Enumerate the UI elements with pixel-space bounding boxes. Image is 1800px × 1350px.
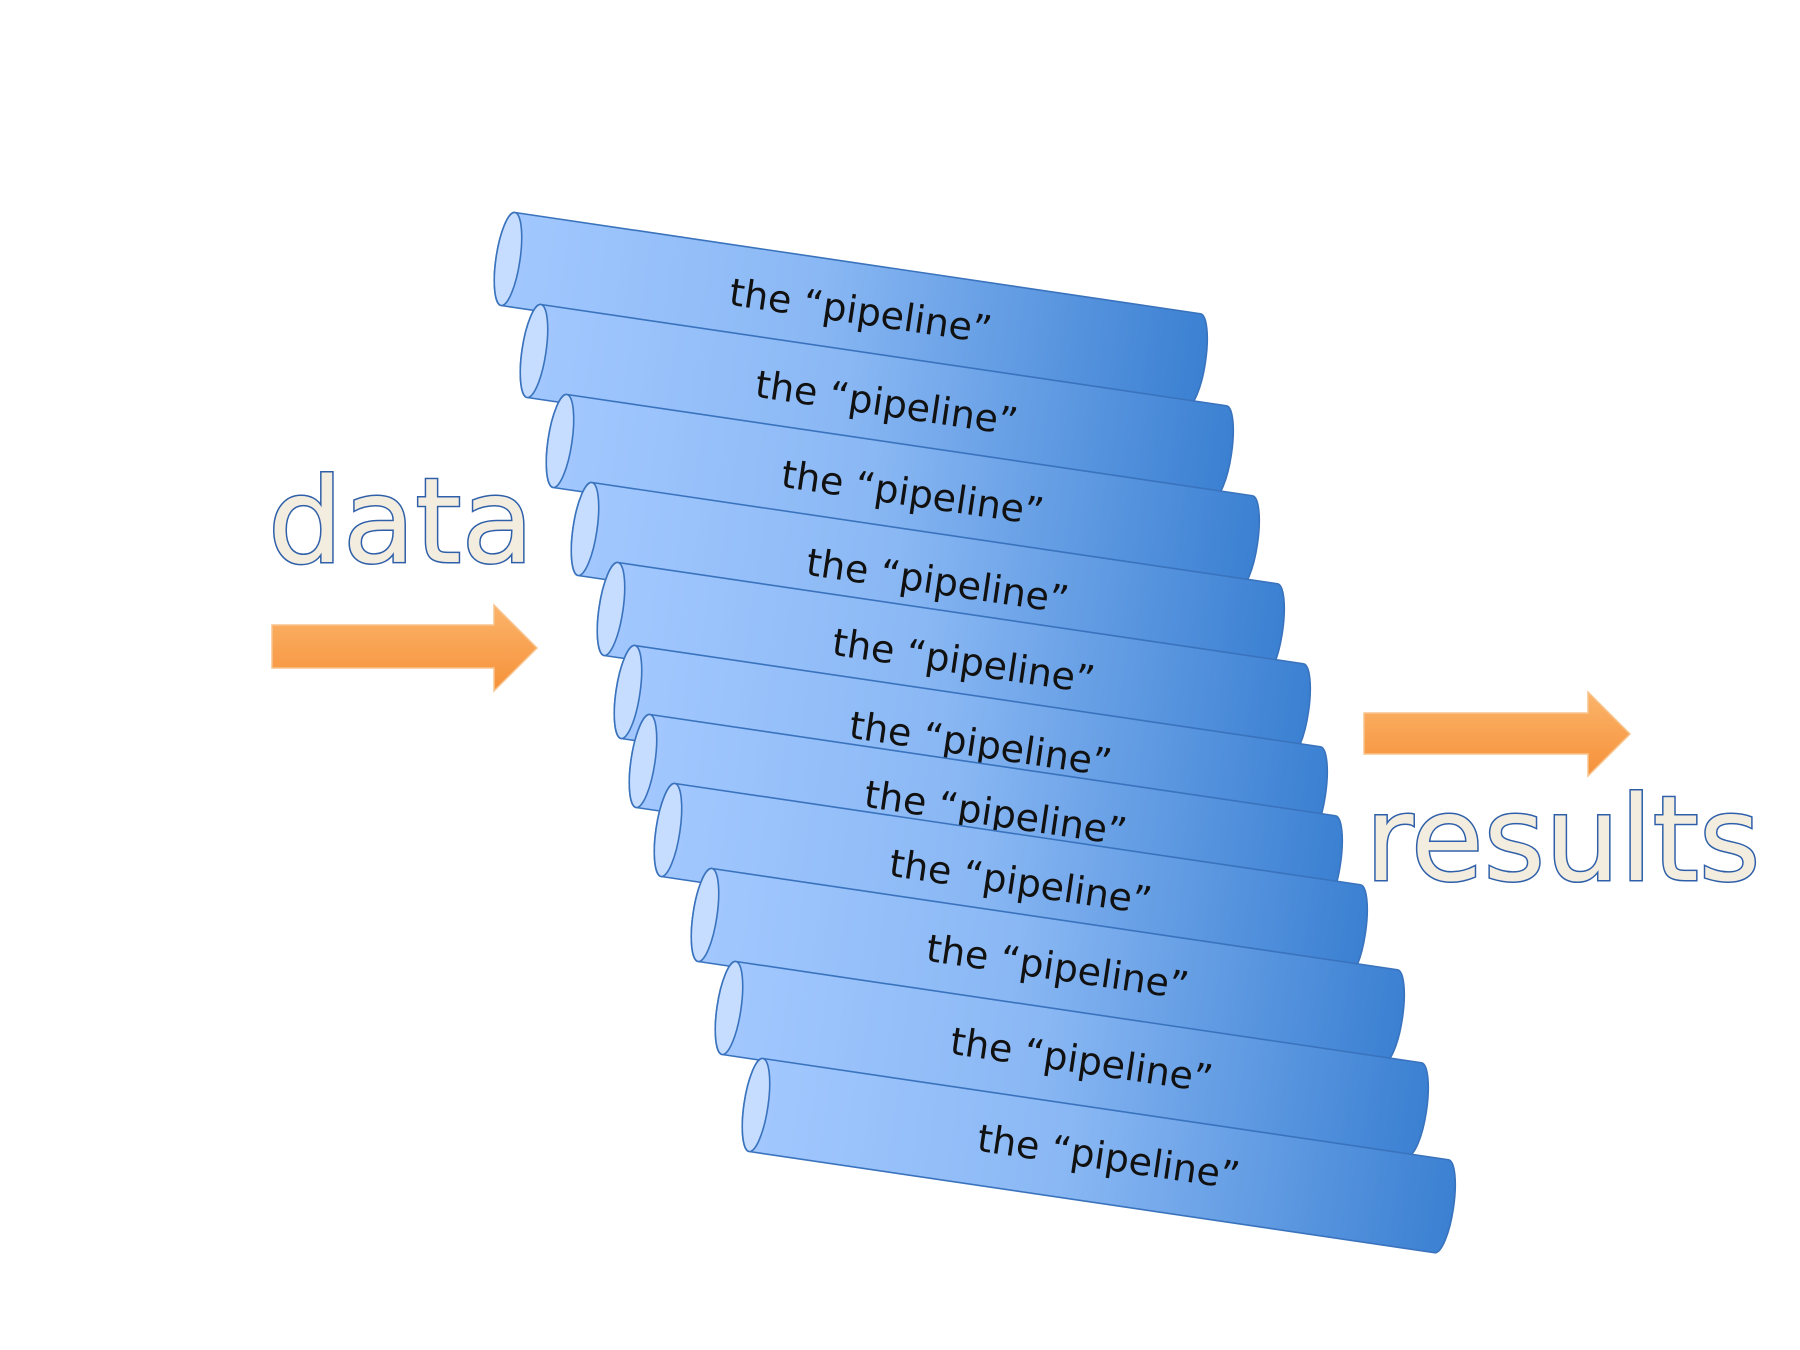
input-arrow-icon <box>271 603 539 693</box>
pipe-opening <box>519 303 549 399</box>
pipe-opening <box>741 1057 771 1153</box>
pipeline-stack: the “pipeline”the “pipeline”the “pipelin… <box>493 211 1457 1254</box>
pipe-opening <box>596 561 626 657</box>
pipe-opening <box>653 782 683 878</box>
pipeline-pipe: the “pipeline” <box>570 481 1286 678</box>
pipe-opening <box>493 211 523 307</box>
pipe-opening <box>613 644 643 740</box>
pipeline-pipe: the “pipeline” <box>741 1057 1457 1254</box>
pipe-opening <box>570 481 600 577</box>
pipe-opening <box>690 867 720 963</box>
pipe-opening <box>628 713 658 809</box>
output-label: results <box>1365 770 1760 908</box>
pipe-opening <box>545 393 575 489</box>
pipeline-pipe: the “pipeline” <box>714 960 1430 1157</box>
pipeline-pipe: the “pipeline” <box>690 867 1406 1064</box>
output-arrow-icon <box>1363 690 1632 778</box>
pipe-opening <box>714 960 744 1056</box>
input-label: data <box>268 452 534 590</box>
